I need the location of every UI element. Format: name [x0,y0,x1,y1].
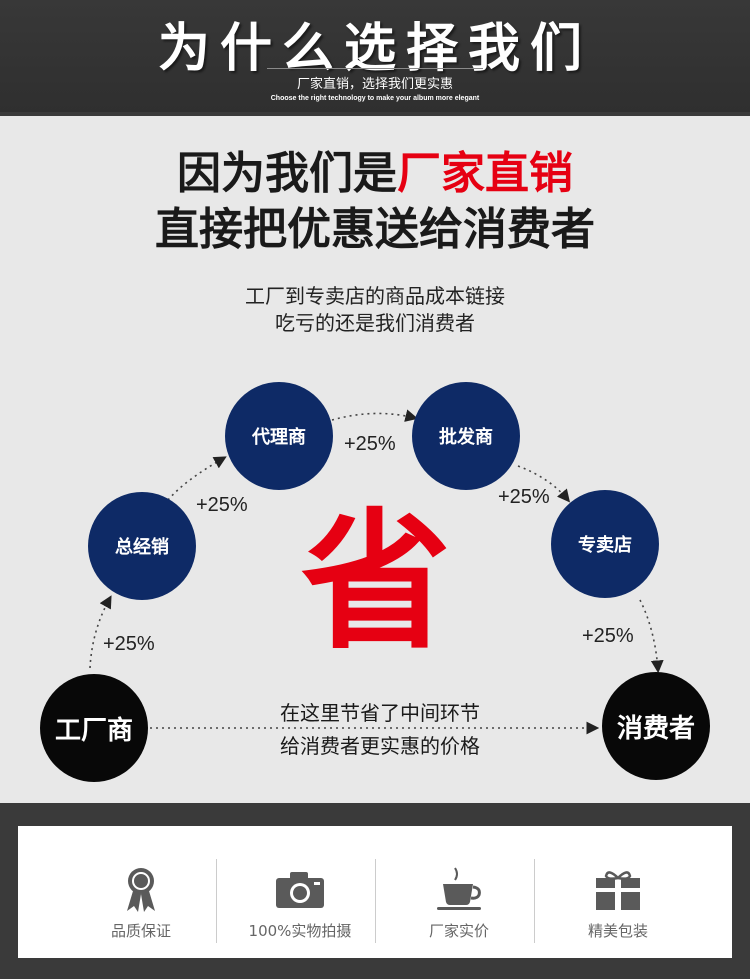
feature-packaging: 精美包装 [538,826,698,958]
save-character: 省 [300,496,451,670]
coffee-cup-icon [437,867,481,910]
header-subtitle: 厂家直销，选择我们更实惠 [296,77,453,92]
header-divider [267,68,483,69]
intro-line2: 吃亏的还是我们消费者 [275,311,475,335]
middle-note: 在这里节省了中间环节 给消费者更实惠的价格 [200,697,560,763]
gift-box-icon [596,871,640,910]
header-tagline-en: Choose the right technology to make your… [270,95,480,102]
feature-label: 100%实物拍摄 [248,922,352,940]
node-consumer: 消费者 [602,672,710,780]
middle-note-line2: 给消费者更实惠的价格 [280,734,480,758]
feature-quality: 品质保证 [61,826,221,958]
divider [216,859,217,943]
markup-label: +25% [196,494,248,516]
feature-real-photo: 100%实物拍摄 [220,826,380,958]
headline-prefix: 因为我们是 [177,148,397,199]
feature-label: 厂家实价 [428,922,489,940]
page-title: 为什么选择我们 [157,19,592,79]
divider [534,859,535,943]
node-factory: 工厂商 [40,674,148,782]
middle-note-line1: 在这里节省了中间环节 [280,701,480,725]
feature-label: 品质保证 [110,922,171,940]
markup-label: +25% [344,433,396,455]
features-bar: 品质保证 100%实物拍摄 厂家实价 精美包装 [18,826,732,958]
arrow-factory-to-distributor [89,595,112,669]
arrow-distributor-to-agent [167,456,227,501]
intro-line1: 工厂到专卖店的商品成本链接 [245,284,505,308]
markup-label: +25% [103,633,155,655]
feature-label: 精美包装 [587,922,648,940]
markup-label: +25% [498,486,550,508]
headline: 因为我们是厂家直销 直接把优惠送给消费者 [0,146,750,258]
node-agent: 代理商 [225,382,333,490]
intro-text: 工厂到专卖店的商品成本链接 吃亏的还是我们消费者 [0,283,750,337]
award-ribbon-icon [127,868,155,912]
camera-icon [276,872,324,908]
arrow-agent-to-wholesaler [331,409,419,422]
arrow-store-to-consumer [639,599,664,674]
divider [375,859,376,943]
headline-highlight: 厂家直销 [397,148,573,199]
node-distributor: 总经销 [88,492,196,600]
node-store: 专卖店 [551,490,659,598]
markup-label: +25% [582,625,634,647]
headline-line1: 因为我们是厂家直销 [0,146,750,202]
header-banner: 为什么选择我们 厂家直销，选择我们更实惠 Choose the right te… [0,0,750,112]
node-wholesaler: 批发商 [412,382,520,490]
feature-factory-price: 厂家实价 [379,826,539,958]
headline-line2: 直接把优惠送给消费者 [155,204,595,255]
